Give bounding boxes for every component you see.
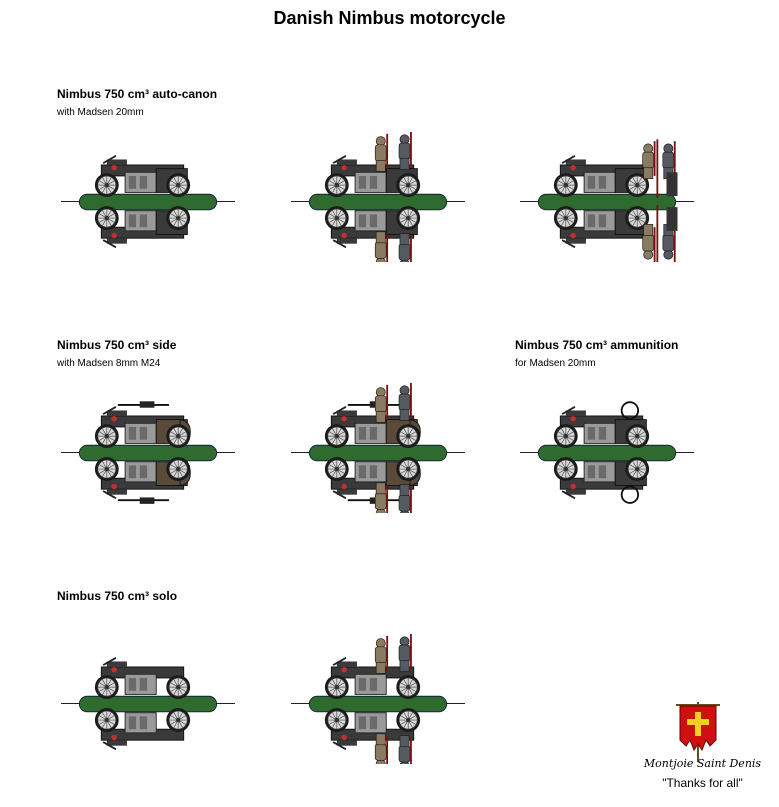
section-title-solo: Nimbus 750 cm³ solo <box>57 589 178 603</box>
motorcycle-crew-icon <box>283 132 473 262</box>
motorcycle-solo-icon <box>53 634 243 764</box>
motorcycle-sidecar-icon <box>53 132 243 262</box>
section-subtitle-ammunition: for Madsen 20mm <box>515 358 596 369</box>
motto-signature: Montjoie Saint Denis <box>643 757 762 770</box>
motorcycle-autocanon-icon <box>512 132 702 262</box>
motorcycle-sidecar-mg-icon <box>53 383 243 513</box>
motorcycle-ammunition-icon <box>512 383 702 513</box>
motorcycle-solo-crew-icon <box>283 634 473 764</box>
motorcycle-sidecar-mg-crew-icon <box>283 383 473 513</box>
section-title-side: Nimbus 750 cm³ side <box>57 338 177 352</box>
thanks-text: "Thanks for all" <box>662 776 743 790</box>
section-subtitle-side: with Madsen 8mm M24 <box>57 358 161 369</box>
section-title-ammunition: Nimbus 750 cm³ ammunition <box>515 338 679 352</box>
section-title-autocanon: Nimbus 750 cm³ auto-canon <box>57 87 218 101</box>
page-title: Danish Nimbus motorcycle <box>273 8 506 28</box>
section-subtitle-autocanon: with Madsen 20mm <box>57 107 144 118</box>
banner-logo-icon <box>672 700 724 764</box>
